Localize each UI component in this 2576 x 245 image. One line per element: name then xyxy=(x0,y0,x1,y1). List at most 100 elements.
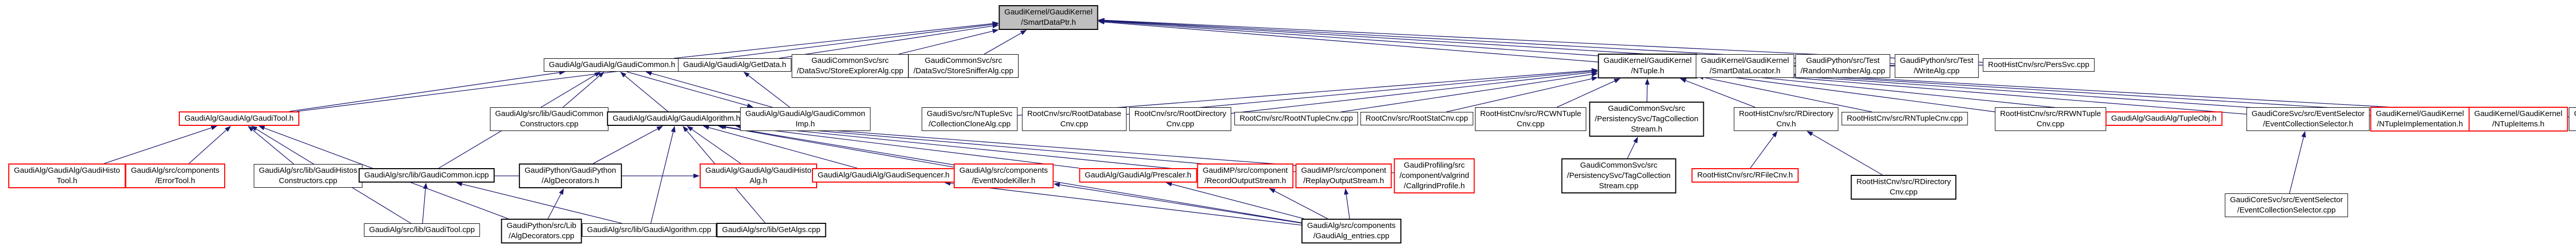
graph-node-n10[interactable]: GaudiAlg/GaudiAlg/GaudiTool.h xyxy=(179,111,299,126)
graph-edge-arrowhead xyxy=(1591,69,1598,74)
graph-edge xyxy=(779,25,993,59)
graph-edge-arrowhead xyxy=(2301,131,2306,138)
graph-node-n2[interactable]: GaudiAlg/GaudiAlg/GetData.h xyxy=(677,58,792,72)
graph-node-n30[interactable]: GaudiAlg/src/components /ErrorTool.h xyxy=(125,164,225,188)
graph-node-n24[interactable]: GaudiAlg/GaudiAlg/TupleObj.h xyxy=(2105,111,2223,126)
graph-node-n22[interactable]: RootHistCnv/src/RNTupleCnv.cpp xyxy=(1841,112,1968,125)
graph-edge-arrowhead xyxy=(247,126,254,132)
graph-node-n15[interactable]: RootCnv/src/RootDatabase Cnv.cpp xyxy=(1022,107,1127,131)
graph-edge xyxy=(548,193,562,219)
graph-edge xyxy=(626,71,748,106)
graph-edge-arrowhead xyxy=(1054,182,1060,187)
graph-node-n31[interactable]: GaudiAlg/src/lib/GaudiHistos Constructor… xyxy=(253,164,363,188)
graph-edge-arrowhead xyxy=(687,126,693,132)
graph-node-n26[interactable]: GaudiKernel/GaudiKernel /NTupleImplement… xyxy=(2370,107,2470,132)
graph-edge-arrowhead xyxy=(620,72,626,78)
graph-edge xyxy=(462,184,622,224)
graph-edge xyxy=(104,127,212,164)
graph-edge-arrowhead xyxy=(558,188,564,195)
graph-node-n16[interactable]: RootCnv/src/RootDirectory Cnv.cpp xyxy=(1129,107,1232,131)
graph-node-n27[interactable]: GaudiKernel/GaudiKernel /NTupleItems.h xyxy=(2468,107,2568,132)
graph-node-n43[interactable]: RootHistCnv/src/RDirectory Cnv.cpp xyxy=(1851,175,1957,200)
graph-edge xyxy=(1104,22,1598,62)
graph-node-n36[interactable]: GaudiAlg/src/components /EventNodeKiller… xyxy=(954,164,1054,188)
graph-node-n20[interactable]: GaudiCommonSvc/src /PersistencySvc/TagCo… xyxy=(1589,102,1704,137)
graph-edge-arrowhead xyxy=(743,72,750,77)
graph-node-n28[interactable]: GaudiKernel/src/Lib /Selector.cpp xyxy=(2569,107,2576,131)
graph-node-n6[interactable]: GaudiKernel/GaudiKernel /SmartDataLocato… xyxy=(1696,54,1794,78)
graph-edge-arrowhead xyxy=(598,72,604,78)
graph-node-n47[interactable]: GaudiAlg/src/lib/GaudiAlgorithm.cpp xyxy=(582,223,717,237)
graph-edge xyxy=(1703,73,1995,112)
graph-node-n37[interactable]: GaudiAlg/GaudiAlg/Prescaler.h xyxy=(1079,168,1197,183)
graph-node-n12[interactable]: GaudiAlg/GaudiAlg/GaudiAlgorithm.h xyxy=(607,111,746,126)
graph-edge xyxy=(748,75,790,108)
graph-node-n21[interactable]: RootHistCnv/src/RDirectory Cnv.h xyxy=(1734,107,1839,131)
graph-edge-arrowhead xyxy=(1098,18,1105,23)
graph-edge-arrowhead xyxy=(258,126,265,130)
graph-node-n3[interactable]: GaudiCommonSvc/src /DataSvc/StoreExplore… xyxy=(791,54,909,78)
graph-node-n11[interactable]: GaudiAlg/src/lib/GaudiCommon Constructor… xyxy=(489,107,609,131)
graph-edge xyxy=(1811,134,1883,175)
graph-edge-arrowhead xyxy=(1098,18,1105,23)
graph-edge xyxy=(651,73,773,108)
graph-edge-arrowhead xyxy=(992,29,999,34)
graph-edge xyxy=(1647,84,1648,102)
graph-node-n41[interactable]: GaudiCommonSvc/src /PersistencySvc/TagCo… xyxy=(1561,158,1676,193)
graph-edge-arrowhead xyxy=(671,126,676,133)
graph-edge-arrowhead xyxy=(1645,78,1650,85)
graph-edge xyxy=(1274,190,1328,219)
graph-edge-arrowhead xyxy=(1098,20,1105,25)
graph-edge xyxy=(984,32,1022,55)
graph-node-n49[interactable]: GaudiAlg/src/components /GaudiAlg_entrie… xyxy=(1301,219,1401,243)
graph-node-n23[interactable]: RootHistCnv/src/RRWNTuple Cnv.cpp xyxy=(1995,107,2106,131)
graph-node-n18[interactable]: RootCnv/src/RootStatCnv.cpp xyxy=(1360,112,1473,125)
graph-edge-arrowhead xyxy=(1591,76,1598,81)
graph-node-n48[interactable]: GaudiAlg/src/lib/GetAlgs.cpp xyxy=(716,223,826,237)
graph-node-n33[interactable]: GaudiPython/GaudiPython /AlgDecorators.h xyxy=(519,164,622,188)
graph-node-n14[interactable]: GaudiSvc/src/NTupleSvc /CollectionCloneA… xyxy=(921,107,1018,131)
graph-node-n9[interactable]: RootHistCnv/src/PersSvc.cpp xyxy=(1982,58,2095,72)
graph-node-n17[interactable]: RootCnv/src/RootNTupleCnv.cpp xyxy=(1234,112,1359,125)
graph-edge-arrowhead xyxy=(992,21,999,26)
graph-edge-arrowhead xyxy=(1772,131,1778,138)
graph-node-n34[interactable]: GaudiAlg/GaudiAlg/GaudiHisto Alg.h xyxy=(700,164,817,188)
graph-edge xyxy=(289,72,560,112)
graph-edge xyxy=(2289,137,2304,194)
graph-edge-arrowhead xyxy=(251,126,258,132)
graph-node-n1[interactable]: GaudiAlg/GaudiAlg/GaudiCommon.h xyxy=(544,58,681,72)
graph-edge-arrowhead xyxy=(1098,19,1105,24)
graph-node-n4[interactable]: GaudiCommonSvc/src /DataSvc/StoreSniffer… xyxy=(908,54,1019,78)
graph-node-n32[interactable]: GaudiAlg/src/lib/GaudiCommon.icpp xyxy=(359,168,495,183)
graph-edge-arrowhead xyxy=(1591,70,1598,75)
graph-edge-arrowhead xyxy=(1591,68,1598,73)
graph-node-n42[interactable]: RootHistCnv/src/RFileCnv.h xyxy=(1691,168,1799,183)
graph-node-n25[interactable]: GaudiCoreSvc/src/EventSelector /EventCol… xyxy=(2246,107,2370,131)
graph-edge-arrowhead xyxy=(693,173,700,178)
graph-edge xyxy=(708,127,857,169)
graph-edge-arrowhead xyxy=(656,126,663,131)
graph-node-n5[interactable]: GaudiKernel/GaudiKernel /NTuple.h xyxy=(1598,54,1698,78)
graph-edge-arrowhead xyxy=(594,72,601,77)
graph-node-n19[interactable]: RootHistCnv/src/RCWNTuple Cnv.cpp xyxy=(1475,107,1587,131)
graph-edge xyxy=(899,30,993,55)
graph-node-n35[interactable]: GaudiAlg/GaudiAlg/GaudiSequencer.h xyxy=(811,168,956,183)
graph-edge xyxy=(422,188,426,224)
graph-node-n38[interactable]: GaudiMP/src/component /RecordOutputStrea… xyxy=(1197,164,1294,188)
graph-node-n13[interactable]: GaudiAlg/GaudiAlg/GaudiCommon Imp.h xyxy=(740,107,871,131)
graph-node-n29[interactable]: GaudiAlg/GaudiAlg/GaudiHisto Tool.h xyxy=(8,164,126,188)
graph-node-n39[interactable]: GaudiMP/src/component /ReplayOutputStrea… xyxy=(1295,164,1392,188)
graph-edge xyxy=(723,126,954,168)
graph-node-n7[interactable]: GaudiPython/src/Test /RandomNumberAlg.cp… xyxy=(1795,54,1891,78)
graph-node-n46[interactable]: GaudiPython/src/Lib /AlgDecorators.cpp xyxy=(501,219,582,243)
graph-edge xyxy=(1346,194,1350,219)
graph-node-n45[interactable]: GaudiAlg/src/lib/GaudiTool.cpp xyxy=(364,223,480,237)
graph-node-n40[interactable]: GaudiProfiling/src /component/valgrind /… xyxy=(1394,158,1475,193)
graph-node-n44[interactable]: GaudiCoreSvc/src/EventSelector /EventCol… xyxy=(2225,193,2348,217)
graph-node-n8[interactable]: GaudiPython/src/Test /WriteAlg.cpp xyxy=(1894,54,1979,78)
graph-edge xyxy=(950,183,1302,226)
graph-edge-arrowhead xyxy=(225,126,231,132)
graph-edge-arrowhead xyxy=(423,183,428,189)
graph-edge-arrowhead xyxy=(1633,137,1638,143)
